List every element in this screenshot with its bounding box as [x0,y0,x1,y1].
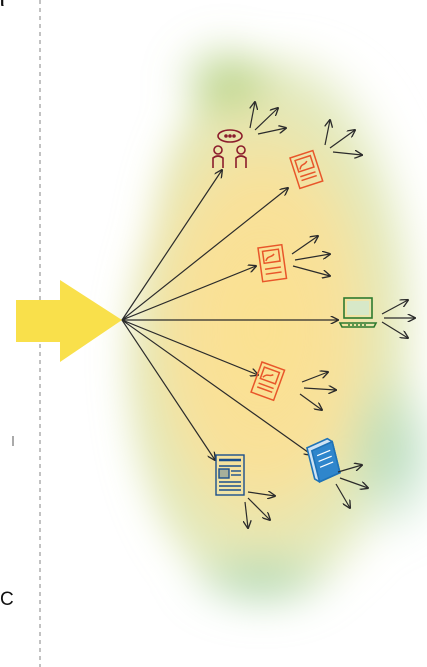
source-arrow [16,280,122,362]
flyer-icon [250,361,286,402]
spread-arrows-laptop [381,300,415,338]
spread-arrows-flyer-2 [291,236,330,276]
top-left-text-fragment: ι [0,0,5,10]
spread-arrows-newspaper [245,492,275,528]
flyer-icon [257,243,288,283]
people-meeting-icon [212,129,247,168]
diffusion-glow [126,35,427,615]
spread-arrows-meeting [249,102,286,135]
spread-arrows-flyer-1 [325,120,362,155]
radiating-lines [121,170,338,460]
flyer-icon [289,149,324,190]
spread-arrows-flyer-3 [299,372,336,410]
book-icon [306,437,341,483]
newspaper-icon [215,454,245,496]
bottom-left-text-fragment: C [0,589,14,610]
spread-arrows-book [335,465,368,508]
laptop-icon [338,297,378,328]
